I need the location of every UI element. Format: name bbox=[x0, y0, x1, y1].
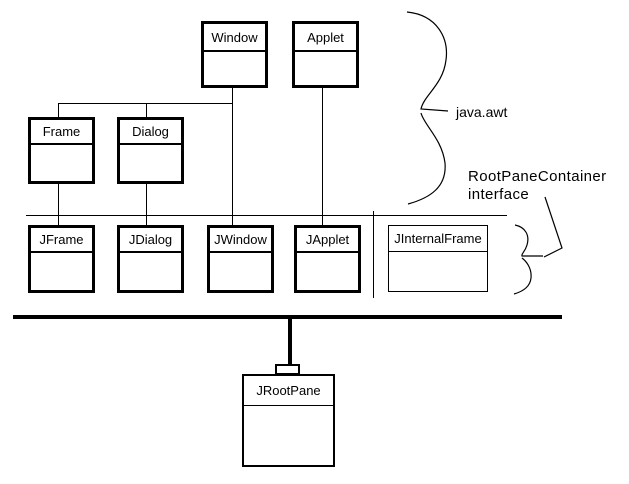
awt-brace bbox=[406, 11, 449, 205]
class-body-jrootpane bbox=[244, 406, 333, 465]
class-title-window: Window bbox=[204, 24, 265, 52]
interface-annotation-line2: interface bbox=[468, 186, 530, 203]
class-box-jwindow: JWindow bbox=[207, 225, 274, 293]
class-box-jinternalframe: JInternalFrame bbox=[388, 225, 488, 292]
window-jwindow-line bbox=[232, 88, 233, 225]
internalframe-brace bbox=[513, 224, 543, 295]
class-title-jrootpane: JRootPane bbox=[244, 376, 333, 406]
class-title-jframe: JFrame bbox=[31, 228, 92, 253]
jrootpane-drop-line bbox=[288, 315, 292, 364]
dialog-parent-line bbox=[146, 103, 147, 118]
class-box-dialog: Dialog bbox=[117, 117, 184, 184]
class-label-window: Window bbox=[211, 29, 258, 45]
class-body-jwindow bbox=[210, 253, 271, 290]
interface-pointer-line bbox=[543, 196, 563, 258]
class-box-jrootpane: JRootPane bbox=[242, 374, 335, 467]
applet-japplet-line bbox=[322, 88, 323, 225]
interface-annotation-line1: RootPaneContainer bbox=[468, 168, 607, 185]
class-label-japplet: JApplet bbox=[305, 232, 350, 247]
interface-annotation: RootPaneContainer interface bbox=[468, 168, 607, 204]
class-box-jdialog: JDialog bbox=[117, 225, 184, 293]
class-label-jinternalframe: JInternalFrame bbox=[394, 231, 482, 246]
class-body-dialog bbox=[120, 145, 181, 181]
class-label-applet: Applet bbox=[307, 29, 344, 45]
package-annotation: java.awt bbox=[456, 104, 508, 120]
class-box-japplet: JApplet bbox=[294, 225, 361, 293]
class-body-applet bbox=[295, 52, 356, 85]
class-title-japplet: JApplet bbox=[297, 228, 358, 253]
class-title-dialog: Dialog bbox=[120, 120, 181, 145]
class-body-japplet bbox=[297, 253, 358, 290]
frame-jframe-line bbox=[58, 184, 59, 225]
class-body-frame bbox=[31, 145, 92, 181]
class-title-jinternalframe: JInternalFrame bbox=[389, 226, 487, 252]
class-body-jinternalframe bbox=[389, 252, 487, 291]
class-title-applet: Applet bbox=[295, 24, 356, 52]
class-body-jdialog bbox=[120, 253, 181, 290]
internalframe-separator-line bbox=[373, 211, 374, 298]
class-title-jwindow: JWindow bbox=[210, 228, 271, 253]
class-box-frame: Frame bbox=[28, 117, 95, 184]
class-box-window: Window bbox=[201, 21, 268, 88]
class-label-frame: Frame bbox=[42, 124, 81, 139]
class-label-jdialog: JDialog bbox=[128, 232, 173, 247]
class-label-jrootpane: JRootPane bbox=[256, 383, 321, 398]
class-label-dialog: Dialog bbox=[132, 124, 169, 139]
class-label-jwindow: JWindow bbox=[214, 232, 267, 247]
class-body-jframe bbox=[31, 253, 92, 290]
class-box-jframe: JFrame bbox=[28, 225, 95, 293]
class-box-applet: Applet bbox=[292, 21, 359, 88]
awt-branch-line bbox=[58, 103, 233, 104]
frame-parent-line bbox=[58, 103, 59, 118]
class-body-window bbox=[204, 52, 265, 85]
class-label-jframe: JFrame bbox=[39, 232, 84, 247]
dialog-jdialog-line bbox=[146, 184, 147, 225]
swing-boundary-line bbox=[26, 215, 507, 216]
class-title-jdialog: JDialog bbox=[120, 228, 181, 253]
rootpane-container-line bbox=[13, 315, 562, 319]
class-title-frame: Frame bbox=[31, 120, 92, 145]
